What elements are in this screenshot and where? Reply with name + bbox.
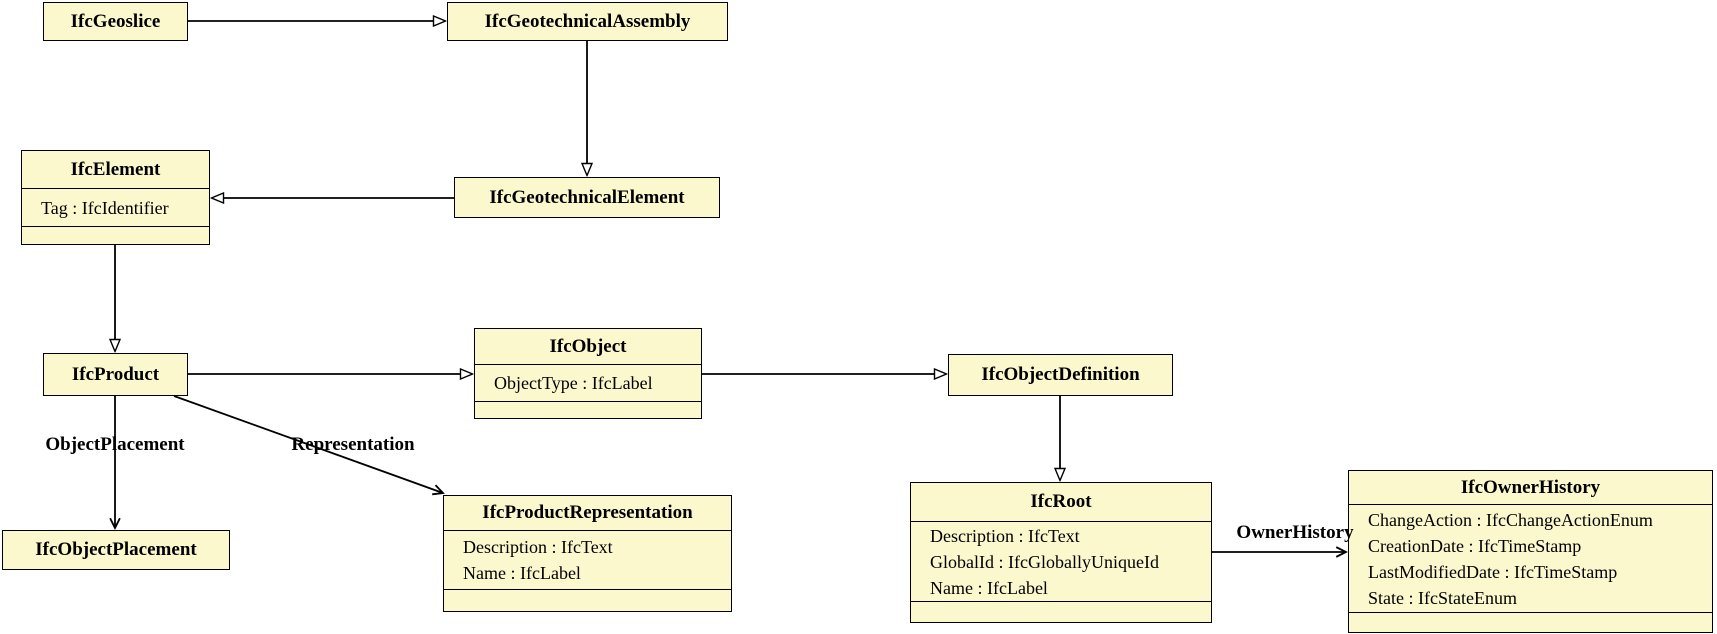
- class-attributes: ChangeAction : IfcChangeActionEnum Creat…: [1349, 504, 1712, 612]
- class-attribute: CreationDate : IfcTimeStamp: [1368, 535, 1582, 556]
- class-empty-compartment: [475, 401, 701, 418]
- class-attribute: LastModifiedDate : IfcTimeStamp: [1368, 561, 1618, 582]
- class-box-ifcelement[interactable]: IfcElement Tag : IfcIdentifier: [21, 150, 210, 245]
- class-box-ifcproduct[interactable]: IfcProduct: [43, 353, 188, 396]
- class-empty-compartment: [1349, 612, 1712, 632]
- class-title: IfcOwnerHistory: [1460, 476, 1601, 498]
- class-attribute: ChangeAction : IfcChangeActionEnum: [1368, 509, 1653, 530]
- class-empty-compartment: [911, 601, 1211, 622]
- class-attribute: Tag : IfcIdentifier: [41, 197, 169, 218]
- class-attribute: Name : IfcLabel: [930, 577, 1048, 598]
- edge-label-ownerhistory: OwnerHistory: [1236, 522, 1354, 543]
- class-attribute: ObjectType : IfcLabel: [494, 373, 653, 393]
- class-attributes: Description : IfcText Name : IfcLabel: [444, 530, 731, 589]
- class-title: IfcObjectDefinition: [981, 364, 1140, 385]
- class-attributes: Description : IfcText GlobalId : IfcGlob…: [911, 521, 1211, 601]
- class-box-ifcgeotechnicalelement[interactable]: IfcGeotechnicalElement: [454, 177, 720, 218]
- class-title: IfcElement: [70, 158, 161, 180]
- class-box-ifcroot[interactable]: IfcRoot Description : IfcText GlobalId :…: [910, 482, 1212, 623]
- class-box-ifcgeotechnicalassembly[interactable]: IfcGeotechnicalAssembly: [447, 2, 728, 41]
- class-title: IfcGeotechnicalElement: [489, 186, 685, 208]
- class-title: IfcProductRepresentation: [482, 502, 693, 523]
- class-box-ifcgeoslice[interactable]: IfcGeoslice: [43, 2, 188, 41]
- class-box-ifcownerhistory[interactable]: IfcOwnerHistory ChangeAction : IfcChange…: [1348, 470, 1713, 633]
- class-attribute: State : IfcStateEnum: [1368, 587, 1517, 608]
- class-title: IfcObject: [549, 335, 627, 357]
- class-box-ifcobjectdefinition[interactable]: IfcObjectDefinition: [948, 354, 1173, 396]
- class-box-ifcobject[interactable]: IfcObject ObjectType : IfcLabel: [474, 328, 702, 419]
- class-title: IfcProduct: [71, 363, 160, 385]
- class-box-ifcproductrepresentation[interactable]: IfcProductRepresentation Description : I…: [443, 495, 732, 612]
- class-attribute: Name : IfcLabel: [463, 563, 581, 583]
- edge-label-objectplacement: ObjectPlacement: [45, 434, 185, 455]
- class-attribute: Description : IfcText: [463, 537, 613, 557]
- class-title: IfcRoot: [1030, 491, 1092, 512]
- class-title: IfcGeoslice: [70, 10, 161, 32]
- edge-label-representation: Representation: [291, 434, 415, 455]
- class-attribute: GlobalId : IfcGloballyUniqueId: [930, 551, 1159, 572]
- class-attributes: ObjectType : IfcLabel: [475, 364, 701, 401]
- class-attribute: Description : IfcText: [930, 525, 1080, 546]
- class-title: IfcGeotechnicalAssembly: [484, 10, 691, 32]
- class-box-ifcobjectplacement[interactable]: IfcObjectPlacement: [2, 530, 230, 570]
- edge-product-to-productrepresentation: [173, 395, 443, 493]
- class-empty-compartment: [444, 589, 731, 611]
- class-title: IfcObjectPlacement: [35, 539, 197, 560]
- class-attributes: Tag : IfcIdentifier: [22, 188, 209, 226]
- class-empty-compartment: [22, 226, 209, 244]
